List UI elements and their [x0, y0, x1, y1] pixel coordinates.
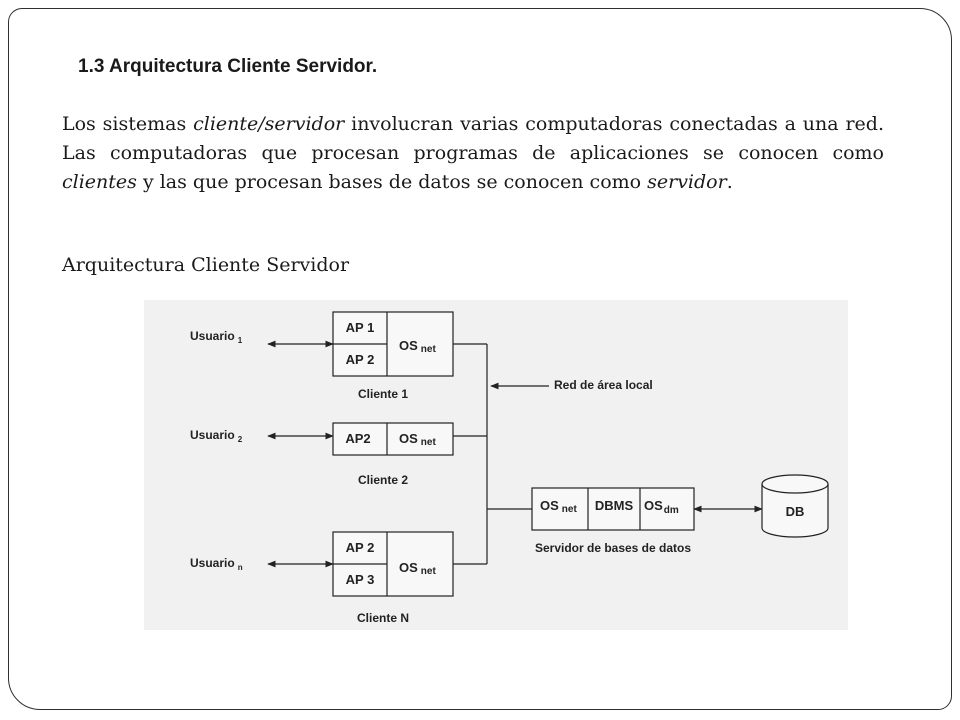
paragraph-text: y las que procesan bases de datos se con… — [136, 171, 648, 193]
client-n-app-2: AP 3 — [346, 572, 375, 587]
client-1-name: Cliente 1 — [358, 387, 408, 401]
lan-bus — [453, 343, 532, 565]
client-n-name: Cliente N — [357, 611, 409, 625]
database-label: DB — [786, 504, 805, 519]
client-1-app-2: AP 2 — [346, 352, 375, 367]
database-icon: DB — [761, 474, 829, 538]
term-server: servidor — [647, 171, 727, 193]
server-name: Servidor de bases de datos — [535, 541, 691, 555]
term-clients: clientes — [62, 171, 137, 193]
section-heading: 1.3 Arquitectura Cliente Servidor. — [78, 56, 378, 77]
term-client-server: cliente/servidor — [193, 113, 345, 135]
client-n-app-1: AP 2 — [346, 540, 375, 555]
paragraph-text: Los sistemas — [62, 113, 194, 135]
server-dbms: DBMS — [595, 498, 634, 513]
client-2-app-1: AP2 — [345, 431, 370, 446]
paragraph-text: . — [726, 171, 733, 193]
client-1-app-1: AP 1 — [346, 320, 375, 335]
client-2-name: Cliente 2 — [358, 473, 408, 487]
paragraph-text: involucran varias computadoras conectada… — [62, 113, 885, 164]
intro-paragraph: Los sistemas cliente/servidor involucran… — [62, 110, 884, 197]
network-label: Red de área local — [554, 378, 653, 392]
slide-frame — [8, 8, 952, 710]
diagram-caption: Arquitectura Cliente Servidor — [62, 254, 350, 276]
server-os-dm: OSdm — [644, 498, 679, 516]
